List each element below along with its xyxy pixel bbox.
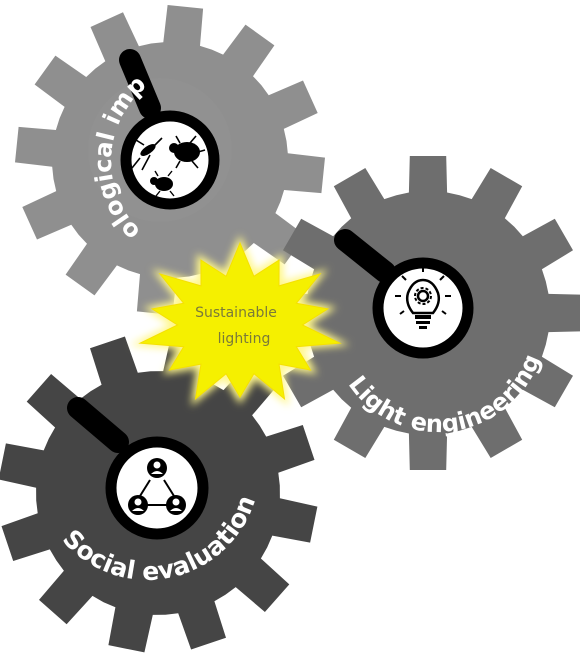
gear-social-evaluation: Social evaluation <box>0 333 318 653</box>
gear-ecological-body <box>15 5 325 315</box>
insects-icon <box>120 110 220 210</box>
people-network-icon <box>105 436 209 540</box>
magnifier-handle-light <box>334 229 396 283</box>
star-burst <box>138 241 342 401</box>
center-label-line2: lighting <box>218 331 271 347</box>
center-label-line1: Sustainable <box>195 305 277 321</box>
magnifier-handle-ecological <box>119 49 161 119</box>
gear-light-engineering: Light engineering <box>271 156 580 470</box>
sustainable-lighting-star: Sustainable lighting <box>130 235 350 407</box>
magnifier-handle-social <box>67 397 129 453</box>
lightbulb-gear-icon <box>372 257 474 359</box>
